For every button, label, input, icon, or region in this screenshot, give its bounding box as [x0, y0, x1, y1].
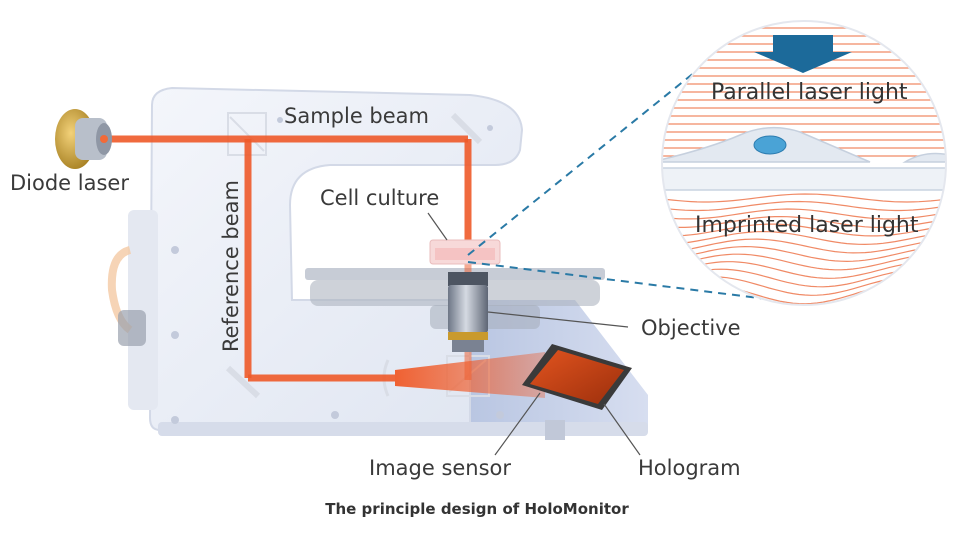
leader-image-sensor — [494, 392, 541, 456]
zoom-dashed-lines — [467, 71, 776, 301]
imprinted-wave-line — [662, 223, 946, 237]
label-diode-laser: Diode laser — [10, 171, 129, 195]
leader-lines — [427, 212, 641, 456]
label-reference-beam: Reference beam — [219, 180, 243, 352]
text-labels: Diode laser Sample beam Reference beam C… — [10, 80, 919, 518]
beam-fan — [395, 352, 545, 398]
caption: The principle design of HoloMonitor — [325, 500, 629, 518]
mirror-top-right — [450, 112, 483, 145]
imprinted-wave-line — [662, 200, 946, 212]
label-image-sensor: Image sensor — [369, 456, 511, 480]
imprinted-wave-line — [662, 216, 946, 228]
leader-hologram — [603, 403, 641, 456]
diode-laser — [55, 109, 112, 169]
label-sample-beam: Sample beam — [284, 104, 429, 128]
mirror-bottom-left — [225, 365, 261, 399]
zoom-circle — [661, 20, 947, 306]
label-imprinted-light: Imprinted laser light — [695, 213, 919, 238]
cell-cross-section — [662, 126, 946, 191]
imprinted-wave-line — [662, 208, 946, 220]
leader-cell-culture — [427, 212, 448, 241]
imprinted-wave-line — [662, 253, 946, 271]
label-cell-culture: Cell culture — [320, 186, 439, 210]
laser-beams — [110, 135, 545, 398]
image-sensor — [522, 344, 632, 410]
imprinted-wave-line — [662, 245, 946, 263]
objective-lens — [448, 272, 488, 352]
imprinted-wave-line — [662, 193, 946, 203]
label-objective: Objective — [641, 316, 741, 340]
imprinted-wave-line — [662, 230, 946, 246]
down-arrow-icon — [754, 35, 852, 73]
imprinted-wave-line — [662, 238, 946, 254]
leader-objective — [487, 311, 629, 328]
label-hologram: Hologram — [638, 456, 741, 480]
label-parallel-light: Parallel laser light — [711, 80, 908, 105]
cell-culture-dish — [429, 239, 501, 265]
